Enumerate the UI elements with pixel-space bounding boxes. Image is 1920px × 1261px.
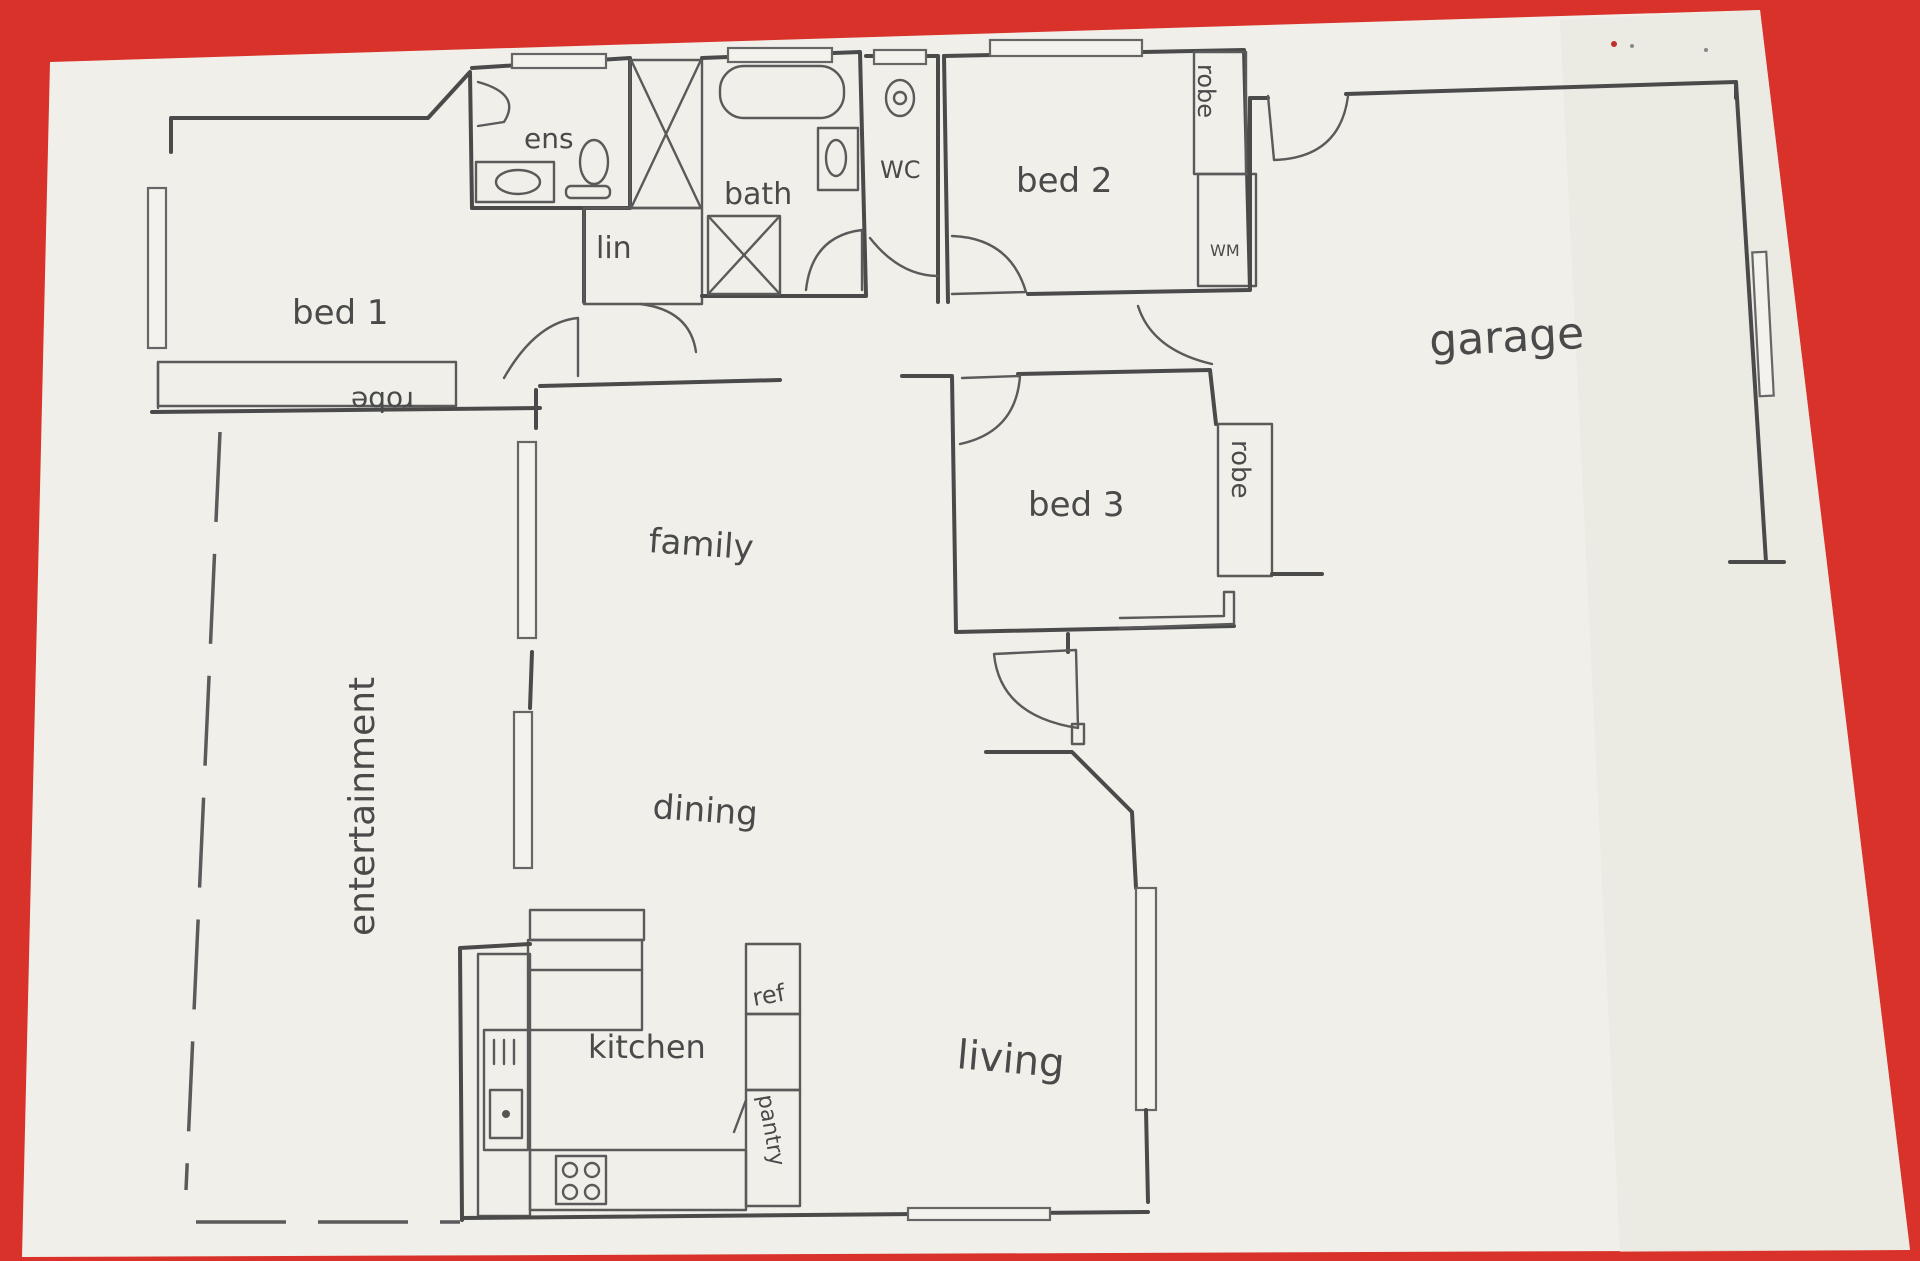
wc-toilet-inner (892, 90, 908, 106)
bed3-robe (1216, 422, 1274, 578)
kitchen-walls (458, 942, 532, 1222)
bed1-bottom-wall (150, 406, 542, 414)
label-wm: WM (1210, 241, 1240, 260)
label-bath: bath (724, 177, 792, 212)
garage-right-wall (1734, 80, 1768, 564)
bathtub (718, 64, 846, 120)
bed3-window (1118, 590, 1236, 630)
living-bottom-window (906, 1206, 1052, 1222)
bed3-walls (900, 374, 1236, 634)
label-wc: WC (880, 156, 921, 184)
ensuite-window (510, 52, 608, 70)
ensuite-shower-cross (630, 60, 702, 208)
bath-vanity (816, 126, 860, 192)
hall-door-swing (502, 316, 580, 380)
label-entertainment: entertainment (342, 677, 383, 936)
bed3-door-swing (958, 374, 1022, 446)
label-ref: ref (750, 979, 787, 1012)
label-dining: dining (651, 787, 759, 834)
bed3-hall-door-swing (1136, 304, 1214, 366)
living-door-swing (992, 648, 1080, 730)
bed2-window (988, 38, 1144, 58)
kitchen-sink-drain (502, 1110, 510, 1118)
ensuite-door-swing (476, 80, 511, 128)
cooktop-burner (583, 1161, 601, 1179)
laundry-wm (1196, 172, 1258, 288)
ink-speck (1630, 44, 1634, 48)
living-door-stop (1070, 722, 1086, 746)
label-ens: ens (524, 122, 574, 155)
label-robe-bed3: robe (1225, 440, 1255, 499)
garage-door (1751, 250, 1775, 398)
label-bed3: bed 3 (1028, 485, 1125, 525)
garage-side-door-swing (1266, 94, 1350, 162)
bath-door-swing (804, 228, 864, 292)
ensuite-basin (494, 168, 542, 196)
dining-sliding-door (512, 710, 534, 870)
bed1-window (146, 186, 168, 350)
living-right-wall-low (1144, 1108, 1150, 1204)
pantry (744, 1088, 802, 1208)
label-kitchen: kitchen (588, 1028, 706, 1066)
ensuite-toilet-bowl (578, 138, 610, 186)
pantry-door-swing (732, 1098, 748, 1134)
bath-window (726, 46, 834, 64)
family-top-wall (538, 378, 782, 388)
cooktop-burner (583, 1183, 601, 1201)
cooktop-burner (561, 1183, 579, 1201)
label-bed2: bed 2 (1016, 161, 1113, 201)
paper-shading (1560, 10, 1910, 1252)
kitchen-cooktop (554, 1154, 608, 1206)
ensuite-vanity (474, 160, 556, 204)
ink-speck (1704, 48, 1708, 52)
label-robe-bed2: robe (1192, 64, 1220, 118)
bed2-left-wall (942, 54, 950, 304)
living-right-wall (984, 750, 1138, 890)
wc-door-swing (868, 236, 940, 278)
ensuite-toilet-cistern (564, 184, 612, 200)
kitchen-island (526, 938, 644, 1032)
label-lin: lin (596, 231, 632, 266)
label-living: living (955, 1032, 1066, 1087)
family-left-wall (528, 650, 534, 710)
bed3-walls (1016, 368, 1218, 426)
living-window (1134, 886, 1158, 1112)
label-family: family (647, 521, 754, 568)
bath-shower (706, 214, 782, 296)
entertainment-dashed-left (184, 431, 222, 1191)
cooktop-burner (561, 1161, 579, 1179)
linen-door-swing (638, 302, 698, 354)
bed2-door-swing (950, 234, 1028, 296)
label-bed1: bed 1 (292, 293, 389, 333)
wc-window (872, 48, 928, 66)
family-sliding-door (516, 440, 538, 640)
bath-shower-cross (708, 216, 780, 294)
label-robe-bed1: robe (351, 385, 414, 418)
bath-basin (824, 138, 848, 178)
kitchen-sink (482, 1028, 530, 1152)
wc-toilet (884, 78, 916, 118)
label-garage: garage (1428, 308, 1585, 367)
kitchen-sink-bowl (488, 1088, 524, 1140)
ink-speck (1611, 41, 1617, 47)
